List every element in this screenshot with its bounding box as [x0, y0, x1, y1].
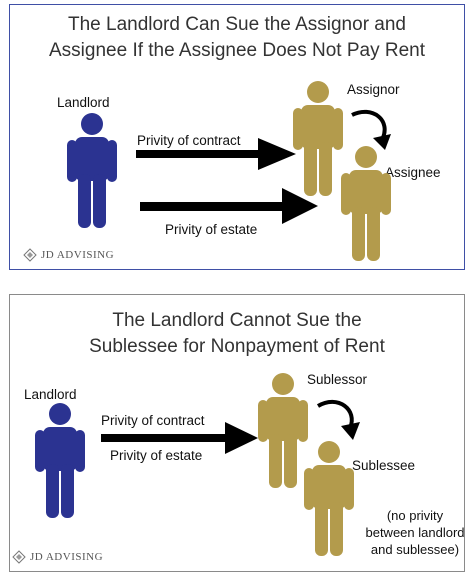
jd-advising-logo-icon [23, 248, 37, 262]
top-title-line2: Assignee If the Assignee Does Not Pay Re… [49, 40, 425, 61]
bottom-landlord-label: Landlord [24, 387, 77, 402]
bottom-title-line2: Sublessee for Nonpayment of Rent [89, 336, 385, 357]
bottom-privity-estate-label: Privity of estate [110, 448, 203, 463]
top-privity-contract-arrow-icon [136, 138, 296, 170]
jd-advising-logo-icon [12, 550, 26, 564]
assignee-label: Assignee [385, 165, 441, 180]
bottom-title-line1: The Landlord Cannot Sue the [112, 310, 362, 331]
assignor-person-icon [293, 81, 343, 196]
bottom-privity-arrow-icon [101, 422, 258, 454]
bottom-landlord-person-icon [35, 403, 85, 518]
bottom-privity-contract-label: Privity of contract [101, 413, 205, 428]
bottom-logo-text: JD ADVISING [30, 551, 104, 563]
top-landlord-label: Landlord [57, 95, 110, 110]
no-privity-note: (no privity between landlord and subless… [360, 507, 470, 558]
bottom-jd-advising-logo: JD ADVISING [12, 550, 103, 564]
sublessor-person-icon [258, 373, 308, 488]
sublessee-label: Sublessee [352, 458, 416, 473]
top-title-line1: The Landlord Can Sue the Assignor and [67, 14, 406, 35]
top-privity-estate-label: Privity of estate [165, 222, 258, 237]
top-jd-advising-logo: JD ADVISING [23, 248, 114, 262]
no-privity-note-line1: (no privity [386, 508, 444, 523]
top-curved-arrow-icon [351, 109, 391, 150]
bottom-panel-title: The Landlord Cannot Sue the Sublessee fo… [0, 308, 474, 360]
assignee-person-icon [341, 146, 391, 261]
top-privity-contract-label: Privity of contract [137, 133, 241, 148]
no-privity-note-line3: and sublessee) [370, 542, 460, 557]
bottom-curved-arrow-icon [316, 399, 360, 440]
top-panel-title: The Landlord Can Sue the Assignor and As… [0, 12, 474, 64]
top-landlord-person-icon [67, 113, 117, 228]
top-logo-text: JD ADVISING [41, 249, 115, 261]
top-privity-estate-arrow-icon [140, 188, 318, 224]
sublessee-person-icon [304, 441, 354, 556]
sublessor-label: Sublessor [307, 372, 368, 387]
assignor-label: Assignor [347, 82, 400, 97]
no-privity-note-line2: between landlord [365, 525, 465, 540]
